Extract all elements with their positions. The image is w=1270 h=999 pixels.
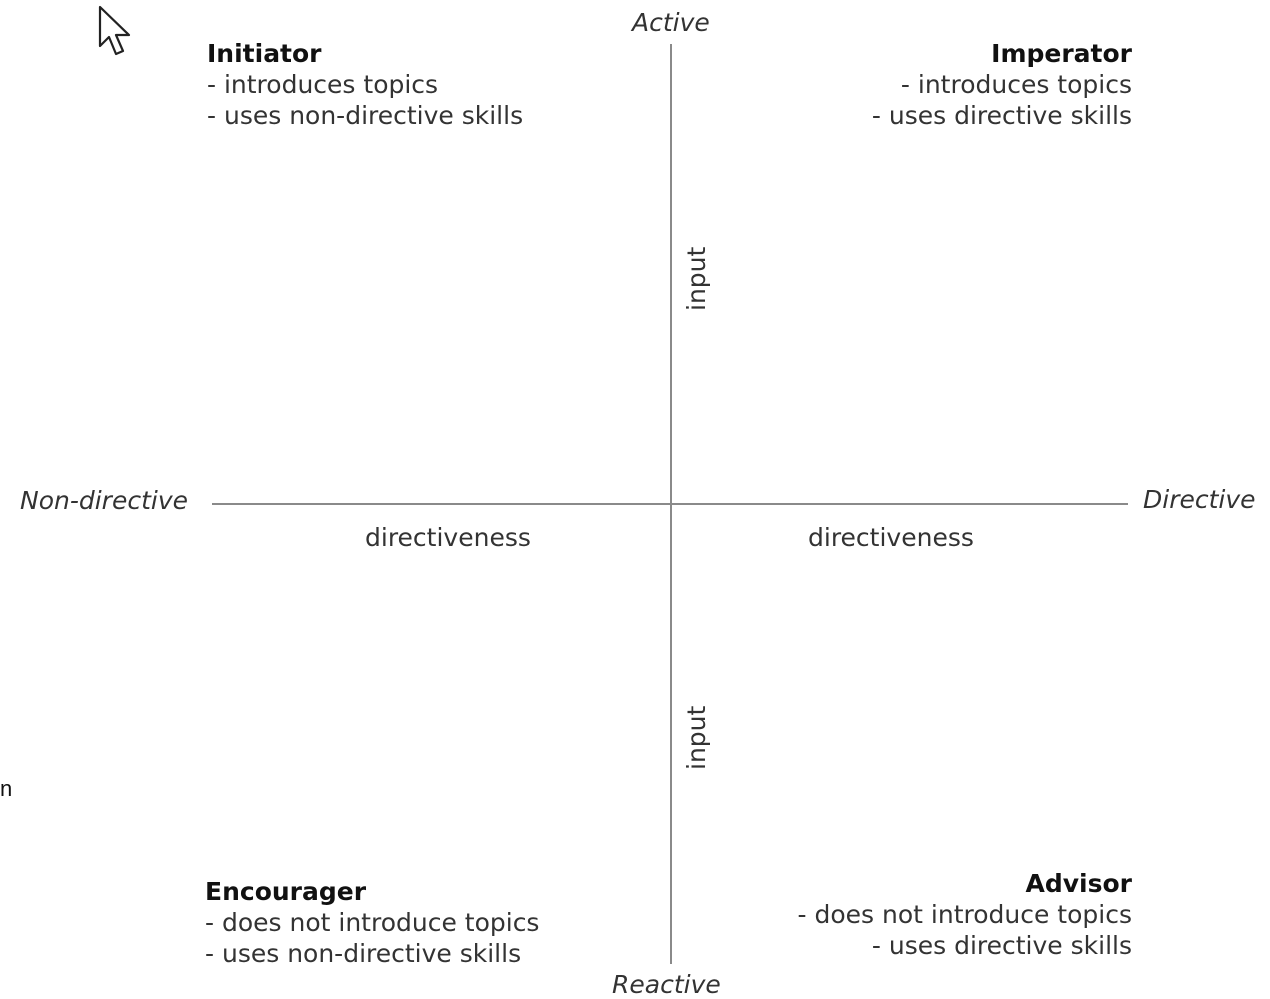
input-label-bottom: input — [682, 705, 711, 770]
quadrant-line: - introduces topics — [900, 70, 1132, 99]
quadrant-advisor: Advisor - does not introduce topics - us… — [798, 868, 1132, 961]
quadrant-line: - does not introduce topics — [205, 908, 540, 937]
quadrant-title: Advisor — [1025, 869, 1133, 898]
pole-directive-label: Directive — [1143, 485, 1256, 514]
stray-text-fragment: n — [0, 776, 13, 801]
horizontal-axis-line — [212, 503, 1128, 505]
pole-reactive-label: Reactive — [612, 970, 721, 999]
quadrant-line: - introduces topics — [207, 70, 439, 99]
quadrant-title: Initiator — [207, 39, 322, 68]
mouse-pointer-icon — [98, 5, 131, 56]
quadrant-line: - uses non-directive skills — [205, 939, 522, 968]
quadrant-line: - uses non-directive skills — [207, 101, 524, 130]
quadrant-line: - uses directive skills — [871, 931, 1132, 960]
quadrant-initiator: Initiator - introduces topics - uses non… — [207, 38, 523, 131]
pole-active-label: Active — [632, 8, 710, 37]
input-label-top: input — [682, 246, 711, 311]
pole-non-directive-label: Non-directive — [20, 486, 189, 515]
quadrant-line: - does not introduce topics — [797, 900, 1132, 929]
quadrant-encourager: Encourager - does not introduce topics -… — [205, 876, 539, 969]
quadrant-imperator: Imperator - introduces topics - uses dir… — [872, 38, 1132, 131]
directiveness-label-left: directiveness — [365, 523, 531, 552]
directiveness-label-right: directiveness — [808, 523, 974, 552]
quadrant-title: Encourager — [205, 877, 367, 906]
quadrant-line: - uses directive skills — [871, 101, 1132, 130]
quadrant-title: Imperator — [991, 39, 1132, 68]
